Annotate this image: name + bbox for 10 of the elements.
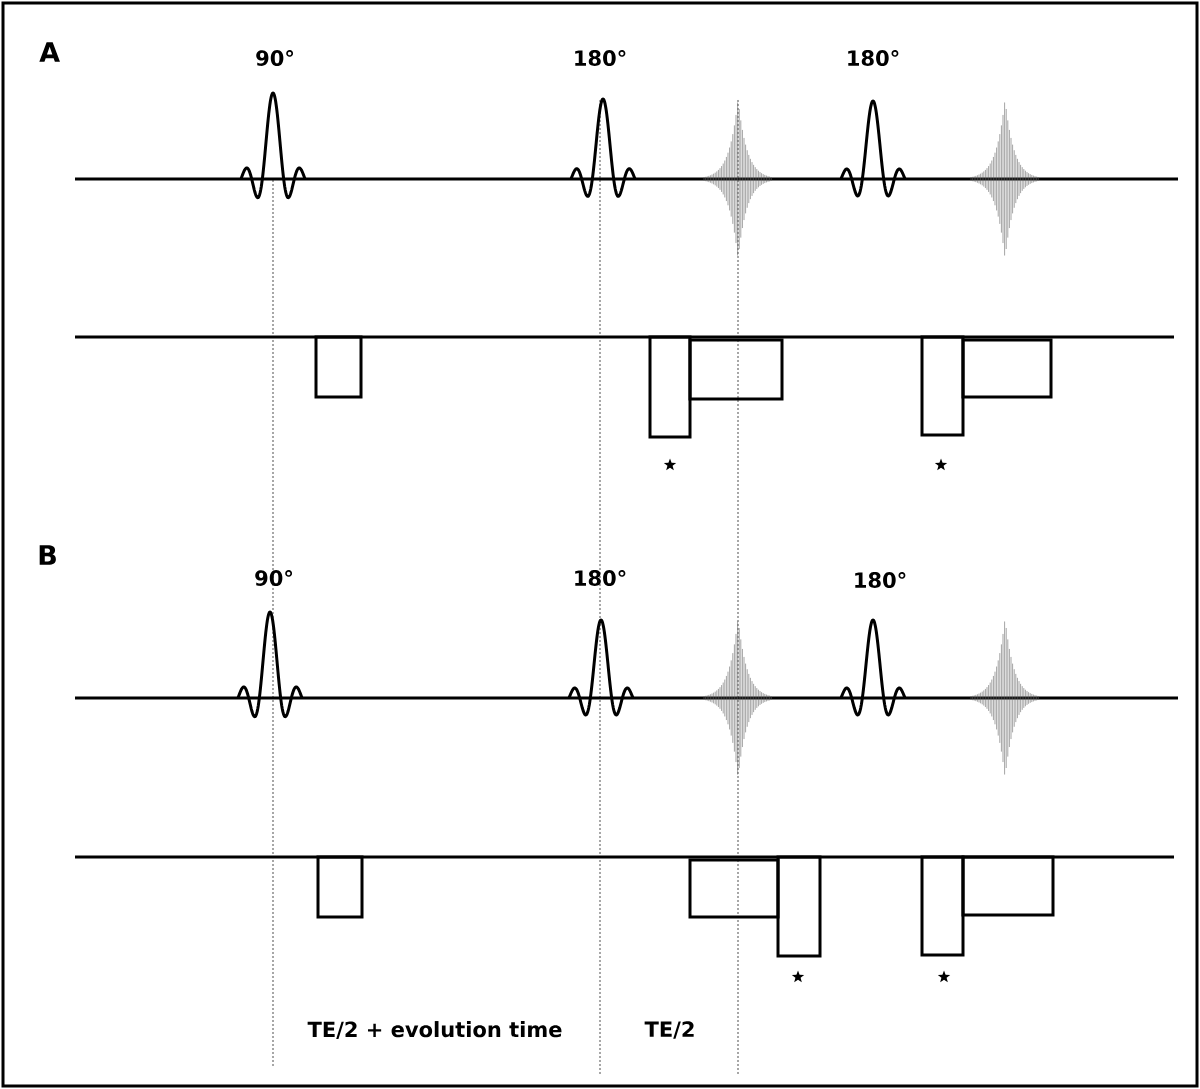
panel-letter: A bbox=[39, 42, 60, 62]
timing-label: TE/2 + evolution time bbox=[307, 1021, 562, 1039]
flip-angle-label: 180° bbox=[848, 50, 899, 66]
flip-angle-label: 180° bbox=[575, 50, 626, 66]
flip-angle-label: 180° bbox=[855, 572, 906, 588]
flip-angle-label: 180° bbox=[575, 570, 626, 586]
panel-letter: B bbox=[39, 545, 56, 565]
flip-angle-label: 90° bbox=[255, 570, 293, 586]
flip-angle-label: 90° bbox=[256, 50, 294, 66]
timing-label: TE/2 bbox=[644, 1021, 694, 1039]
